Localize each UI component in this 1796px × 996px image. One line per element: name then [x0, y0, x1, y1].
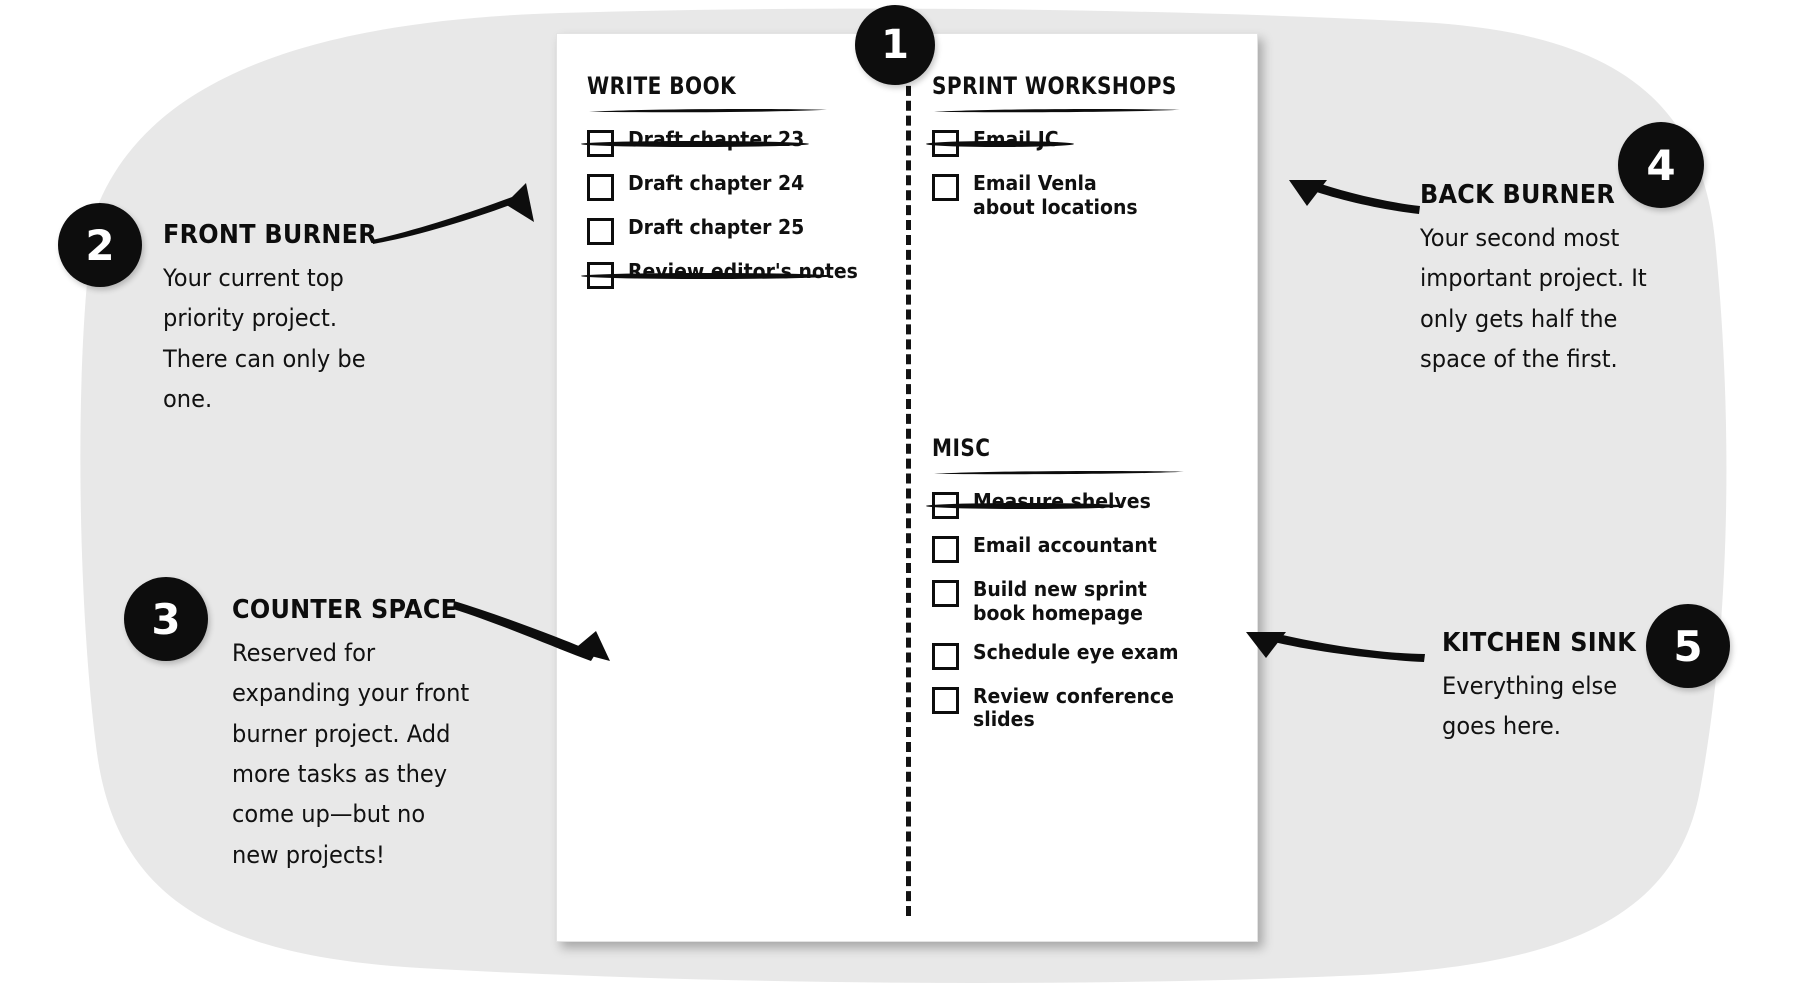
badge-label: 5 [1673, 621, 1703, 671]
note-heading: COUNTER SPACE [232, 595, 458, 625]
task-row[interactable]: Email JC [926, 127, 1232, 157]
arrow-to-kitchen-sink [1246, 632, 1425, 662]
task-row[interactable]: Draft chapter 23 [581, 127, 887, 157]
arrow-to-front-burner [372, 183, 534, 244]
task-label: Measure shelves [973, 489, 1151, 513]
task-label: Draft chapter 23 [628, 127, 805, 151]
task-row[interactable]: Schedule eye exam [932, 639, 1232, 670]
title-underline [934, 108, 1180, 113]
column-back-burner: SPRINT WORKSHOPS Email JC Email Venla ab… [926, 72, 1232, 235]
column-front-burner: WRITE BOOK Draft chapter 23 Draft chapte… [581, 72, 887, 304]
note-body: Your current top priority project. There… [163, 264, 366, 413]
task-row[interactable]: Draft chapter 24 [587, 171, 887, 201]
arrow-to-counter-space [453, 601, 610, 661]
column-divider [906, 56, 911, 916]
task-label: Email accountant [973, 533, 1157, 557]
task-label: Draft chapter 25 [628, 215, 805, 239]
task-row[interactable]: Email accountant [932, 533, 1232, 563]
checkbox-icon[interactable] [932, 686, 959, 714]
task-label: Email JC [973, 127, 1059, 151]
strikethrough-mark [581, 141, 809, 147]
section-title-misc: MISC [932, 434, 991, 462]
task-row[interactable]: Review editor's notes [581, 259, 887, 289]
checkbox-icon[interactable] [587, 218, 614, 245]
task-label: Build new sprint book homepage [973, 577, 1147, 625]
section-title-sprint-workshops: SPRINT WORKSHOPS [932, 72, 1177, 100]
checkbox-icon[interactable] [932, 536, 959, 563]
badge-label: 4 [1646, 140, 1676, 190]
badge-label: 1 [881, 22, 909, 68]
task-label: Review editor's notes [628, 259, 858, 283]
checkbox-icon[interactable] [932, 642, 959, 670]
task-label: Schedule eye exam [973, 639, 1179, 664]
badge-2: 2 [58, 203, 142, 287]
badge-3: 3 [124, 577, 208, 661]
task-row[interactable]: Draft chapter 25 [587, 215, 887, 245]
arrow-to-back-burner [1289, 180, 1420, 214]
task-label: Draft chapter 24 [628, 171, 805, 195]
note-front-burner: FRONT BURNER Your current top priority p… [163, 220, 413, 419]
task-row[interactable]: Build new sprint book homepage [932, 577, 1232, 626]
section-title-write-book: WRITE BOOK [587, 72, 737, 100]
task-row[interactable]: Email Venla about locations [932, 171, 1232, 220]
checkbox-icon[interactable] [587, 174, 614, 201]
task-label: Review conference slides [973, 683, 1174, 732]
task-label: Email Venla about locations [973, 171, 1138, 219]
checkbox-icon[interactable] [932, 174, 959, 201]
badge-1: 1 [855, 5, 935, 85]
strikethrough-mark [926, 503, 1124, 509]
badge-4: 4 [1618, 122, 1704, 208]
badge-5: 5 [1646, 604, 1730, 688]
task-row[interactable]: Measure shelves [926, 489, 1232, 519]
title-underline [934, 470, 1184, 475]
note-body: Everything else goes here. [1442, 672, 1618, 741]
checkbox-icon[interactable] [932, 580, 959, 607]
column-kitchen-sink: MISC Measure shelves Email accountant Bu… [926, 434, 1232, 747]
note-body: Reserved for expanding your front burner… [232, 639, 470, 869]
note-body: Your second most important project. It o… [1420, 224, 1647, 373]
badge-label: 2 [85, 220, 115, 270]
task-row[interactable]: Review conference slides [932, 683, 1232, 733]
badge-label: 3 [151, 594, 181, 644]
planner-card: WRITE BOOK Draft chapter 23 Draft chapte… [556, 33, 1258, 942]
strikethrough-mark [581, 273, 833, 279]
note-heading: FRONT BURNER [163, 220, 377, 250]
strikethrough-mark [926, 141, 1074, 147]
note-back-burner: BACK BURNER Your second most important p… [1420, 180, 1685, 379]
title-underline [589, 108, 827, 113]
note-heading: KITCHEN SINK [1442, 628, 1637, 658]
